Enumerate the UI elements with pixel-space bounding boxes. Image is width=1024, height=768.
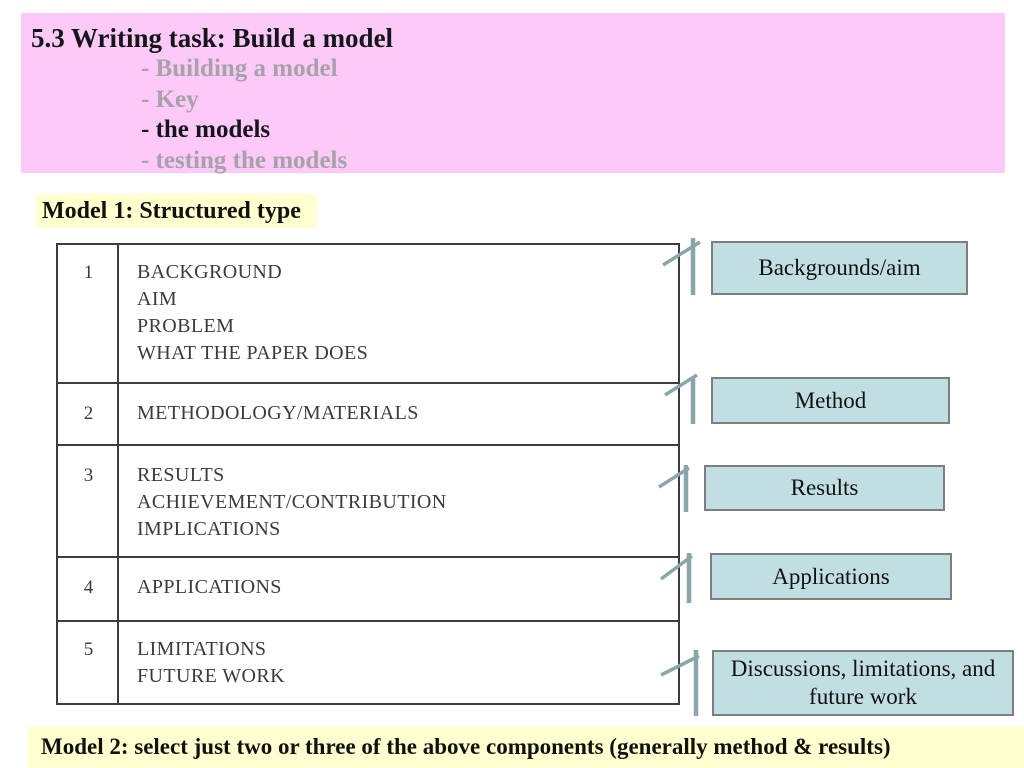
- header-bullet-key: - Key: [141, 85, 199, 113]
- table-row: 4 APPLICATIONS: [58, 556, 678, 620]
- row-number: 2: [83, 403, 94, 424]
- row-content: LIMITATIONS FUTURE WORK: [137, 638, 285, 687]
- row-number: 5: [83, 639, 94, 660]
- table-row: 2 METHODOLOGY/MATERIALS: [58, 382, 678, 444]
- table-row: 5 LIMITATIONS FUTURE WORK: [58, 620, 678, 701]
- callout-applications: Applications: [710, 553, 952, 600]
- table-column-divider: [117, 243, 119, 705]
- row-content: METHODOLOGY/MATERIALS: [137, 402, 419, 424]
- header-panel: 5.3 Writing task: Build a model - Buildi…: [21, 13, 1005, 174]
- row-number: 1: [83, 262, 94, 283]
- header-bullet-testing: - testing the models: [141, 146, 348, 174]
- callout-results: Results: [704, 465, 945, 511]
- model1-heading: Model 1: Structured type: [36, 194, 317, 228]
- row-content: RESULTS ACHIEVEMENT/CONTRIBUTION IMPLICA…: [137, 464, 447, 540]
- table-row: 1 BACKGROUND AIM PROBLEM WHAT THE PAPER …: [58, 245, 678, 382]
- slide-title: 5.3 Writing task: Build a model: [31, 23, 394, 53]
- row-number: 4: [83, 577, 94, 598]
- header-bullet-building: - Building a model: [141, 55, 338, 82]
- row-number: 3: [83, 465, 94, 486]
- callout-backgrounds-aim: Backgrounds/aim: [711, 241, 968, 295]
- table-row: 3 RESULTS ACHIEVEMENT/CONTRIBUTION IMPLI…: [58, 444, 678, 556]
- header-bullet-the-models: - the models: [141, 116, 271, 143]
- callout-discussions-limitations: Discussions, limitations, and future wor…: [712, 650, 1014, 716]
- row-content: APPLICATIONS: [137, 576, 282, 598]
- row-content: BACKGROUND AIM PROBLEM WHAT THE PAPER DO…: [137, 261, 369, 364]
- callout-method: Method: [711, 377, 950, 424]
- model-table: 1 BACKGROUND AIM PROBLEM WHAT THE PAPER …: [56, 243, 680, 705]
- model2-heading: Model 2: select just two or three of the…: [28, 727, 1024, 768]
